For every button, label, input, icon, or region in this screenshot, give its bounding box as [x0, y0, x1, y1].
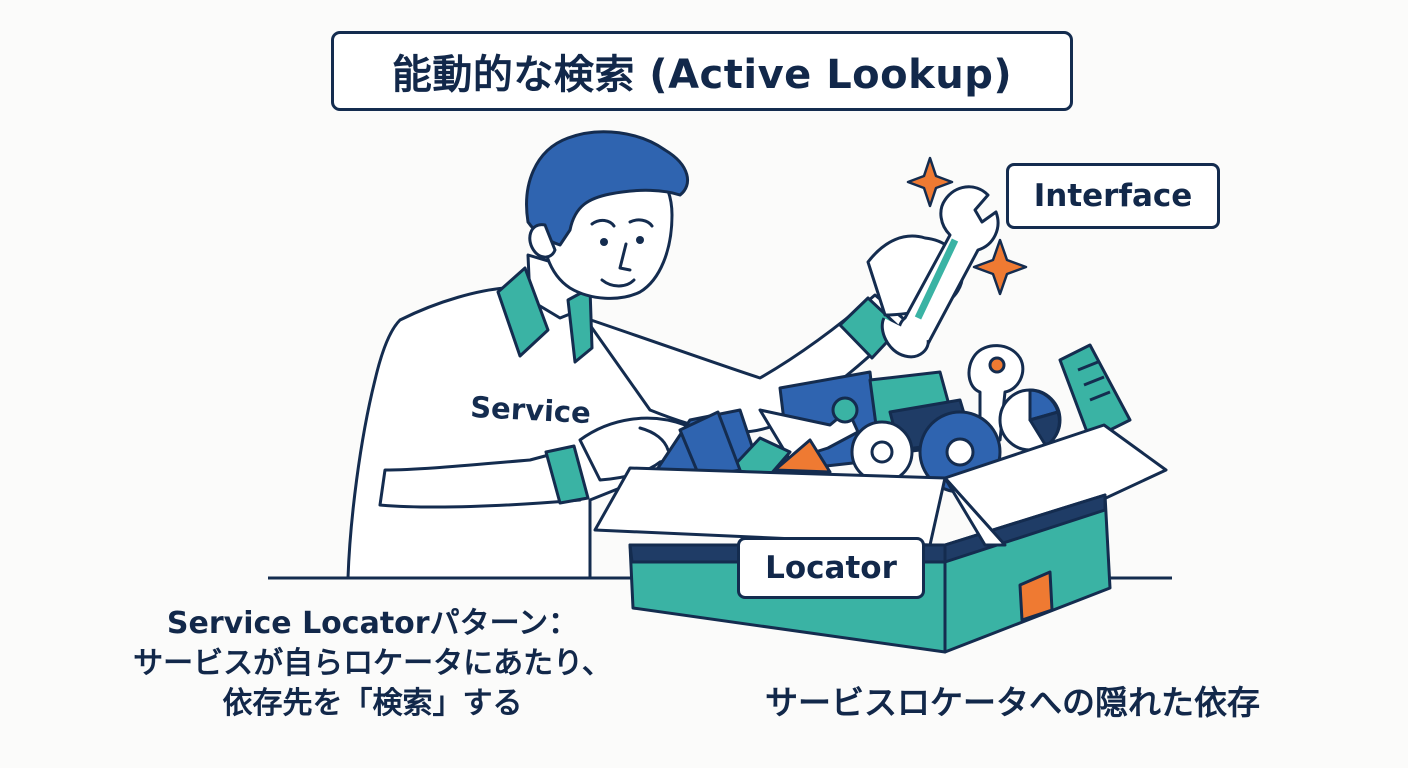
- caption-line: サービスが自らロケータにあたり、: [133, 646, 612, 681]
- shirt-service-text: Service: [469, 390, 591, 430]
- interface-label: Interface: [1006, 163, 1220, 229]
- caption-line: 依存先を「検索」する: [222, 686, 523, 721]
- box-contents: [648, 343, 1132, 494]
- caption-line: Service Locatorパターン：: [166, 606, 579, 641]
- caption-service-locator-pattern: Service Locatorパターン： サービスが自らロケータにあたり、 依存…: [80, 604, 665, 724]
- sparkle-icon: [972, 238, 1028, 296]
- person-figure: [346, 130, 965, 580]
- wrench-icon: [880, 185, 1000, 359]
- gear-icon: [850, 420, 914, 484]
- page-title: 能動的な検索 (Active Lookup): [331, 31, 1073, 111]
- caption-hidden-dependency: サービスロケータへの隠れた依存: [765, 683, 1260, 722]
- sparkle-icon: [906, 156, 954, 208]
- locator-label: Locator: [737, 537, 925, 599]
